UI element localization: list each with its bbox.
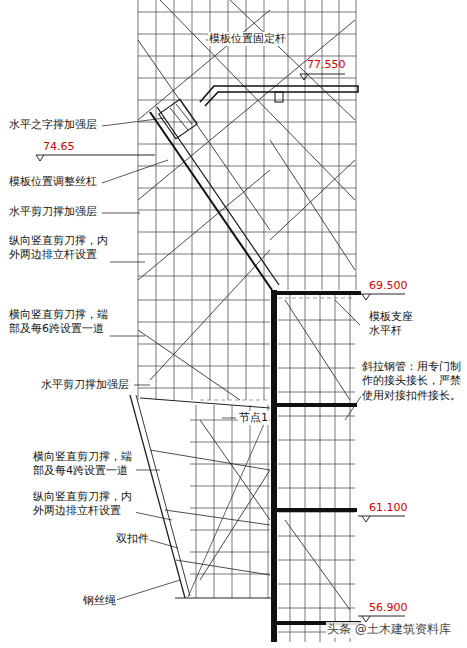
scaffold-tube: [138, 166, 356, 167]
scaffold-tube: [264, 0, 265, 400]
elevation-text: 61.100: [368, 501, 409, 515]
elevation-text: 77.550: [306, 58, 347, 72]
scaffold-tube: [278, 368, 355, 369]
scaffold-tube: [190, 530, 270, 531]
scaffold-tube: [278, 584, 355, 585]
note-label: 水平剪刀撑加强层: [40, 378, 130, 392]
note-label: 水平之字撑加强层: [8, 118, 98, 132]
scaffold-tube: [278, 344, 355, 345]
scaffold-tube: [190, 574, 270, 575]
scaffold-tube: [214, 405, 215, 598]
scaffold-tube: [138, 78, 356, 79]
scaffold-tube: [138, 300, 270, 301]
scaffold-tube: [288, 0, 289, 290]
note-label: 双扣件: [115, 532, 150, 546]
scaffold-tube: [192, 0, 193, 400]
scaffold-tube: [138, 100, 356, 101]
note-label: 模板支座水平杆: [368, 310, 418, 339]
scaffold-tube: [278, 392, 355, 393]
scaffold-tube: [305, 0, 306, 290]
note-label: 纵向竖直剪刀撑，内外两边排立杆设置: [32, 490, 136, 519]
scaffold-tube: [322, 0, 323, 290]
elevation-text: 56.900: [368, 601, 409, 615]
scaffold-tube: [190, 486, 270, 487]
scaffold-tube: [278, 320, 355, 321]
scaffold-tube: [138, 56, 356, 57]
scaffold-tube: [350, 295, 351, 642]
scaffold-tube: [278, 488, 355, 489]
scaffold-tube: [138, 210, 356, 211]
scaffold-tube: [138, 232, 356, 233]
scaffold-tube: [138, 388, 270, 389]
concrete-wall: [271, 290, 361, 642]
slab-lines: [200, 298, 355, 400]
scaffold-tube: [290, 295, 291, 642]
scaffold-tube: [138, 366, 270, 367]
scaffold-tube: [278, 608, 355, 609]
scaffold-tube: [228, 0, 229, 400]
scaffold-tube: [320, 295, 321, 642]
scaffold-tube: [278, 464, 355, 465]
leader-lines: [102, 40, 362, 600]
scaffold-tube: [156, 0, 157, 400]
note-label: 模板位置调整丝杠: [8, 175, 98, 189]
note-label: 横向竖直剪刀撑，端部及每4跨设置一道: [32, 450, 136, 479]
watermark: 头条 @土木建筑资料库: [326, 622, 452, 638]
scaffold-tube: [138, 122, 356, 123]
scaffold-tube: [174, 0, 175, 400]
scaffold-tube: [278, 440, 355, 441]
scaffold-tube: [305, 295, 306, 642]
scaffold-tube: [138, 276, 356, 277]
scaffold-tube: [246, 0, 247, 400]
scaffold-tube: [196, 405, 197, 598]
note-label: 钢丝绳: [82, 594, 117, 608]
elevation-marks: [36, 74, 405, 622]
scaffold-tube: [138, 188, 356, 189]
note-label: 横向竖直剪刀撑，端部及每6跨设置一道: [8, 308, 110, 337]
scaffold-tube: [278, 536, 355, 537]
note-label: 模板位置固定杆: [208, 32, 287, 46]
formwork: [150, 86, 358, 290]
scaffold-tube: [356, 0, 357, 290]
diagonal-pipes: [130, 395, 275, 598]
scaffold-tube: [278, 416, 355, 417]
scaffold-tube: [190, 442, 270, 443]
node-callout: 节点1: [238, 411, 269, 425]
scaffold-tube: [138, 12, 356, 13]
scaffold-tube: [268, 405, 269, 598]
scaffold-tube: [190, 508, 270, 509]
elevation-text: 74.65: [42, 140, 76, 154]
note-label: 水平剪刀撑加强层: [8, 205, 98, 219]
scaffold-tube: [278, 560, 355, 561]
note-label: 纵向竖直剪刀撑，内外两边排立杆设置: [8, 234, 110, 263]
scaffold-tube: [190, 552, 270, 553]
note-label: 斜拉钢管：用专门制作的接头接长，严禁使用对接扣件接长。: [361, 360, 463, 403]
elevation-text: 69.500: [368, 279, 409, 293]
